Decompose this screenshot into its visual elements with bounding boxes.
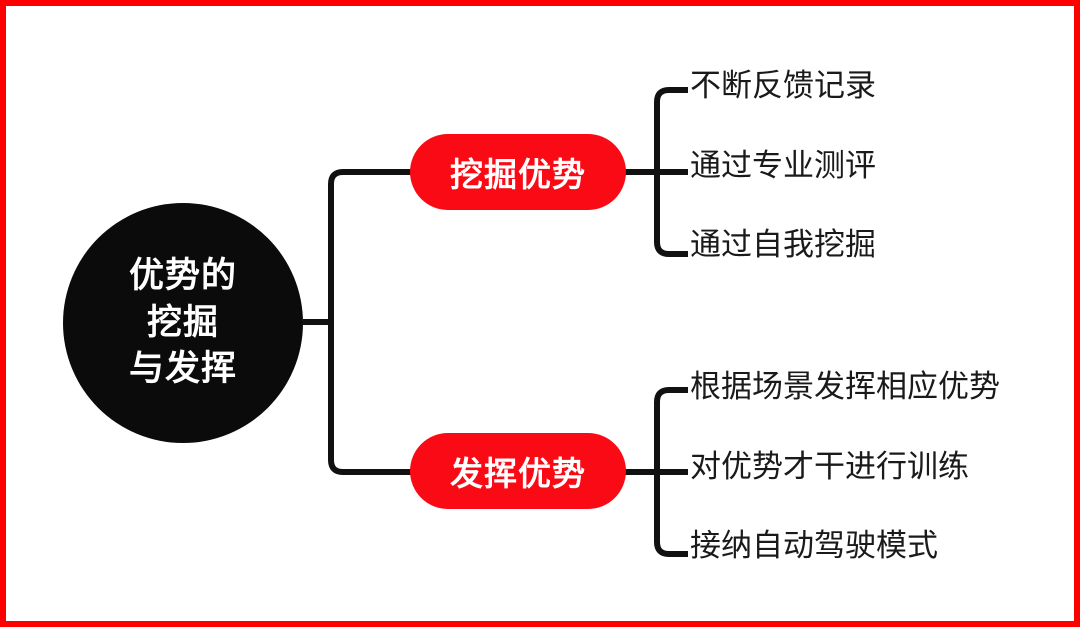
root-node-line-1: 优势的 — [128, 256, 237, 296]
leaf-item[interactable]: 通过专业测评 — [690, 148, 876, 183]
root-node-line-3: 与发挥 — [128, 349, 237, 389]
branch-node-label: 挖掘优势 — [450, 156, 586, 193]
leaf-item[interactable]: 不断反馈记录 — [690, 68, 876, 103]
connector-root-bracket — [328, 169, 354, 475]
root-node[interactable]: 优势的 挖掘 与发挥 — [63, 203, 303, 443]
leaf-item[interactable]: 根据场景发挥相应优势 — [690, 369, 1000, 404]
branch-node-discover-strengths[interactable]: 挖掘优势 — [410, 134, 626, 210]
leaf-item[interactable]: 对优势才干进行训练 — [690, 449, 969, 484]
root-node-line-2: 挖掘 — [146, 302, 219, 342]
branch-node-leverage-strengths[interactable]: 发挥优势 — [410, 433, 626, 509]
leaf-item[interactable]: 通过自我挖掘 — [690, 227, 876, 262]
branch-node-label: 发挥优势 — [450, 455, 586, 492]
leaf-item[interactable]: 接纳自动驾驶模式 — [690, 528, 938, 563]
